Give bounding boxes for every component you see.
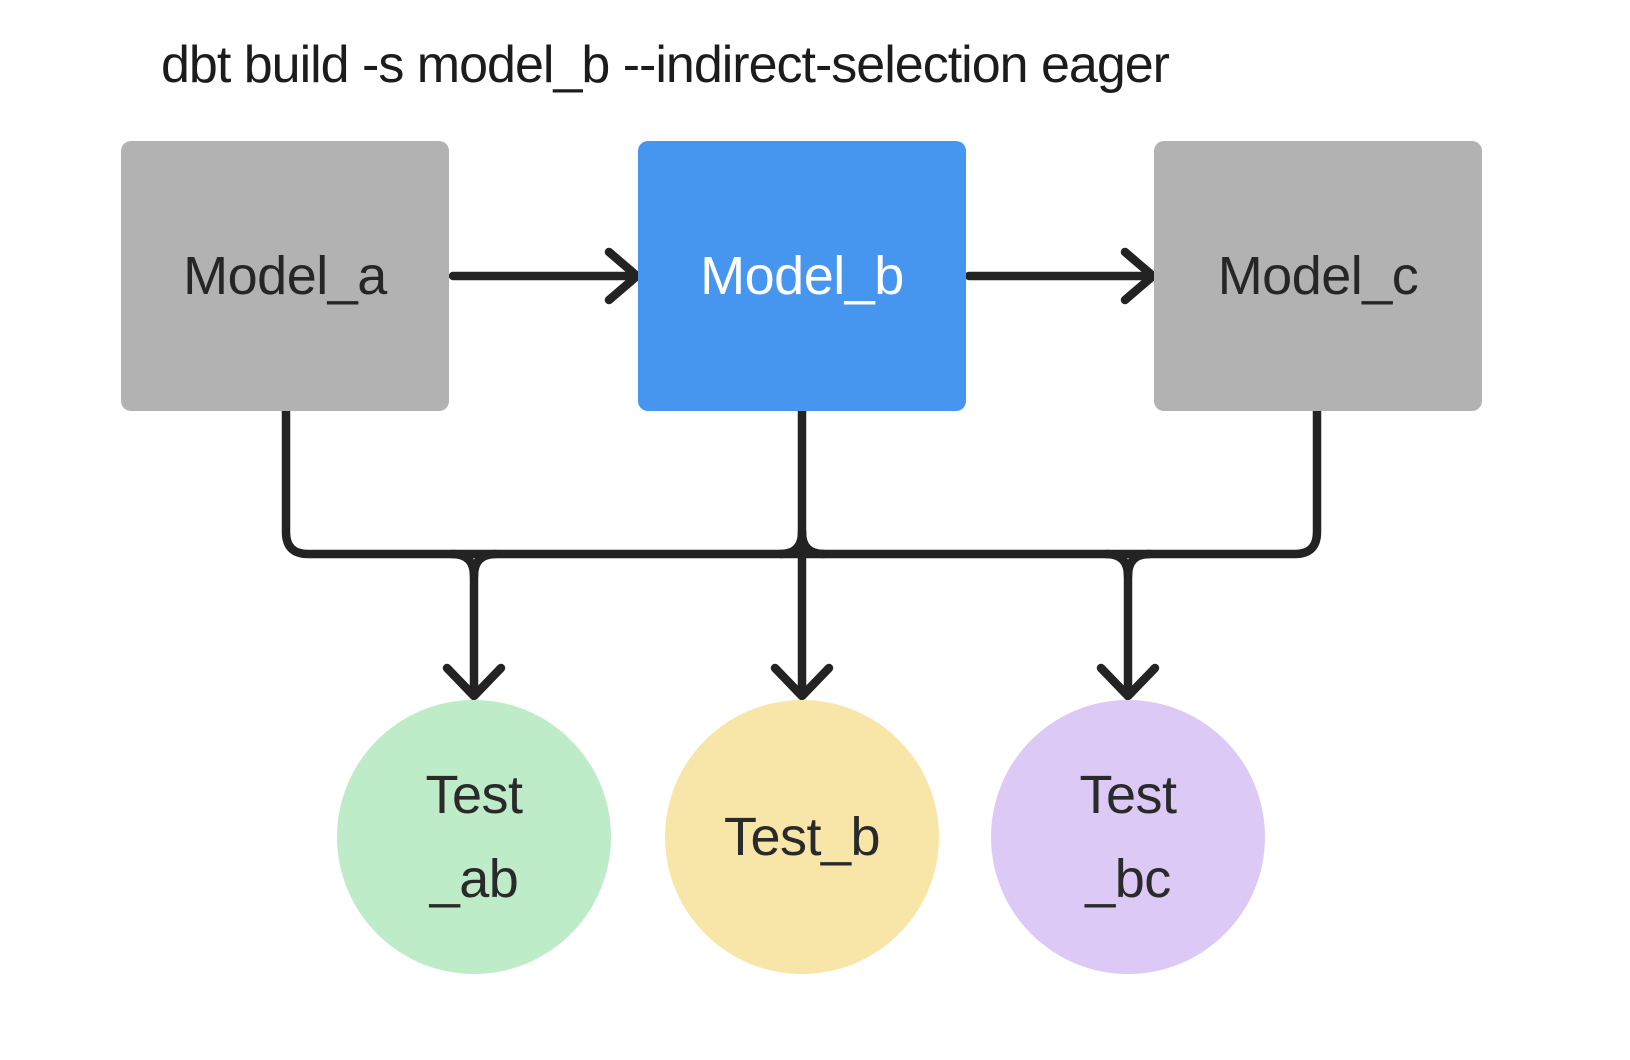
node-model-a-label: Model_a xyxy=(183,246,387,306)
arrowhead-into-test-ab-icon xyxy=(442,663,506,701)
node-test-ab: Test _ab xyxy=(337,700,611,974)
node-test-ab-label-line2: _ab xyxy=(429,849,519,909)
node-test-b-label-line1: Test_b xyxy=(723,807,881,867)
node-test-b: Test_b xyxy=(665,700,939,974)
edge-fillet-model-b-right xyxy=(797,527,829,559)
diagram-title: dbt build -s model_b --indirect-selectio… xyxy=(161,36,1170,94)
node-model-a: Model_a xyxy=(121,141,449,411)
node-model-c: Model_c xyxy=(1154,141,1482,411)
node-test-bc: Test _bc xyxy=(991,700,1265,974)
node-test-ab-label-line1: Test xyxy=(425,765,523,825)
node-model-b-label: Model_b xyxy=(700,246,904,306)
arrowhead-into-model-c-icon xyxy=(1120,247,1158,305)
arrowhead-into-test-bc-icon xyxy=(1096,663,1160,701)
arrowhead-into-model-b-icon xyxy=(604,247,642,305)
node-model-b-selected: Model_b xyxy=(638,141,966,411)
node-model-c-label: Model_c xyxy=(1217,246,1419,306)
edge-fillet-test-bc-right xyxy=(1123,549,1155,581)
arrowhead-into-test-b-icon xyxy=(770,663,834,701)
node-test-bc-label-line2: _bc xyxy=(1085,849,1171,909)
node-test-bc-label-line1: Test xyxy=(1079,765,1177,825)
edge-fillet-test-ab-right xyxy=(469,549,501,581)
